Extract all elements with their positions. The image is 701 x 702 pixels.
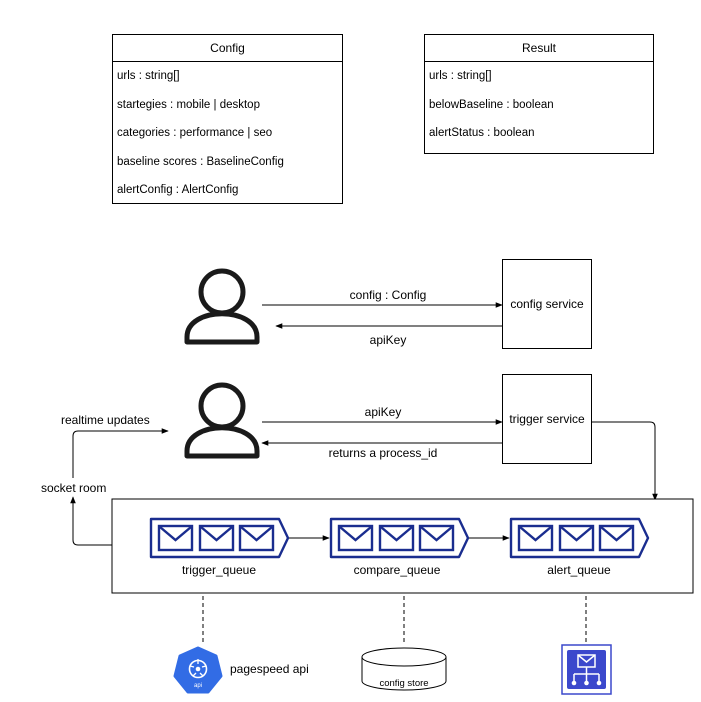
trigger-service-label: trigger service xyxy=(509,412,585,426)
trigger-queue-icon xyxy=(151,519,288,557)
result-field-urls: urls : string[] xyxy=(429,70,492,82)
pagespeed-badge-label: api xyxy=(194,683,202,689)
compare-queue-label: compare_queue xyxy=(353,563,441,577)
pagespeed-api-label: pagespeed api xyxy=(230,662,309,676)
config-field-alert-config: alertConfig : AlertConfig xyxy=(117,184,239,196)
config-class-fields: urls : string[] startegies : mobile | de… xyxy=(113,62,342,211)
edge-realtime-updates xyxy=(72,428,169,478)
trigger-service-box: trigger service xyxy=(502,374,592,464)
config-field-urls: urls : string[] xyxy=(117,70,180,82)
edge-label-config-request: config : Config xyxy=(349,288,427,302)
result-field-alert-status: alertStatus : boolean xyxy=(429,127,535,139)
edge-label-config-response: apiKey xyxy=(369,333,407,347)
edge-trigger-to-queues xyxy=(592,421,658,501)
result-class-box: Result urls : string[] belowBaseline : b… xyxy=(424,34,654,154)
user-actor-trigger xyxy=(187,385,257,456)
alert-queue-icon xyxy=(511,519,648,557)
edge-label-realtime-updates: realtime updates xyxy=(61,413,150,427)
config-service-box: config service xyxy=(502,259,592,349)
edge-label-trigger-response: returns a process_id xyxy=(328,446,438,460)
config-store-label: config store xyxy=(379,678,429,689)
kubernetes-api-icon: api xyxy=(173,646,223,694)
config-field-baseline: baseline scores : BaselineConfig xyxy=(117,155,284,168)
result-field-below-baseline: belowBaseline : boolean xyxy=(429,98,554,111)
config-class-box: Config urls : string[] startegies : mobi… xyxy=(112,34,343,204)
config-service-label: config service xyxy=(510,297,584,311)
compare-queue-icon xyxy=(331,519,468,557)
config-store-database-icon xyxy=(361,647,447,691)
user-actor-config xyxy=(187,271,257,342)
edge-label-socket-room: socket room xyxy=(40,481,108,495)
trigger-queue-label: trigger_queue xyxy=(181,563,257,577)
config-field-strategies: startegies : mobile | desktop xyxy=(117,98,260,111)
notification-service-icon xyxy=(561,644,612,695)
config-field-categories: categories : performance | seo xyxy=(117,127,273,139)
edge-label-trigger-request: apiKey xyxy=(364,405,402,419)
alert-queue-label: alert_queue xyxy=(547,563,611,577)
result-class-title: Result xyxy=(425,35,653,62)
config-class-title: Config xyxy=(113,35,342,62)
result-class-fields: urls : string[] belowBaseline : boolean … xyxy=(425,62,653,154)
edge-socket-room xyxy=(70,496,112,546)
